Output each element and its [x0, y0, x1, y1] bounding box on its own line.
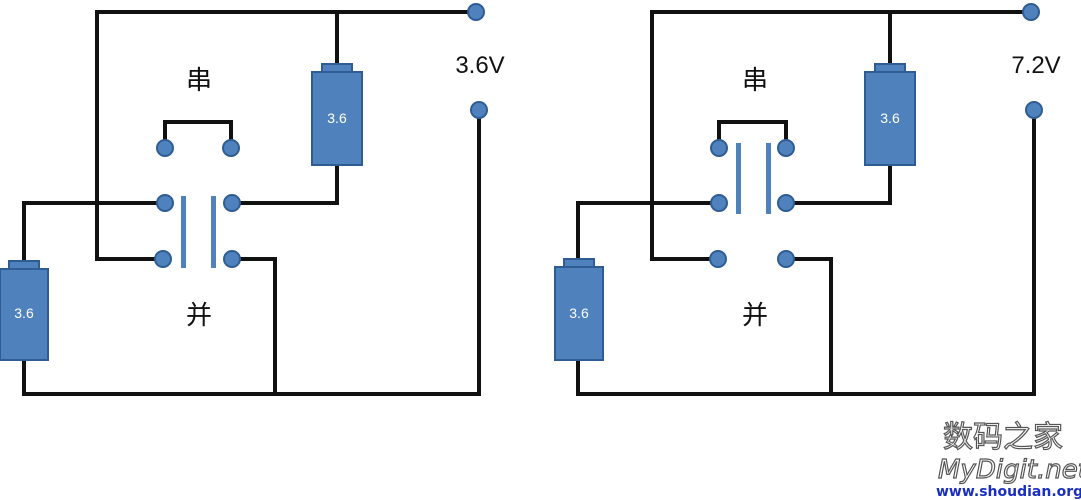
left-wire-left-battery-plus: [22, 201, 164, 267]
right-node-low-1: [709, 250, 727, 268]
right-switch-bar-2: [766, 143, 771, 214]
left-wire-top-loop: [95, 10, 478, 261]
left-battery-left: 3.6: [0, 260, 49, 361]
right-node-output-bottom: [1025, 101, 1043, 119]
left-battery-left-label: 3.6: [14, 305, 34, 321]
right-wire-bottom-loop: [576, 108, 1036, 396]
left-voltage-label: 3.6V: [455, 52, 504, 79]
left-wire-top-battery-to-switch: [230, 163, 339, 205]
right-series-label: 串: [742, 66, 768, 96]
right-node-low-2: [777, 250, 795, 268]
left-node-output-bottom: [470, 101, 488, 119]
right-voltage-label: 7.2V: [1011, 52, 1060, 79]
watermark-cn: 数码之家: [943, 420, 1063, 455]
left-wire-switch-to-bottom: [230, 257, 277, 396]
left-wire-bottom-loop: [22, 108, 481, 396]
right-parallel-label: 并: [742, 301, 768, 331]
right-node-series-2: [777, 139, 795, 157]
right-battery-top: 3.6: [864, 63, 916, 166]
right-battery-top-label: 3.6: [880, 110, 900, 126]
left-node-series-1: [156, 139, 174, 157]
right-node-mid-2: [777, 194, 795, 212]
left-wire-series-bridge: [163, 120, 233, 150]
watermark-url: www.shoudian.org: [936, 484, 1081, 500]
left-node-series-2: [222, 139, 240, 157]
left-switch-bar-1: [181, 196, 186, 268]
right-node-mid-1: [710, 194, 728, 212]
left-battery-top: 3.6: [311, 63, 363, 166]
right-wire-switch-to-bottom: [784, 257, 833, 396]
right-wire-series-bridge: [717, 120, 788, 150]
left-node-output-top: [467, 3, 485, 21]
right-circuit: 3.6 3.6 7.2V 串 并: [554, 3, 1061, 396]
right-wire-top-battery-to-switch: [784, 163, 892, 205]
left-node-low-2: [223, 250, 241, 268]
right-node-output-top: [1022, 3, 1040, 21]
left-node-mid-1: [156, 194, 174, 212]
right-node-series-1: [710, 139, 728, 157]
right-wire-top-loop: [650, 10, 1033, 261]
left-parallel-label: 并: [186, 301, 212, 331]
left-node-mid-2: [223, 194, 241, 212]
left-battery-top-label: 3.6: [327, 110, 347, 126]
watermark-en: MyDigit.net: [938, 455, 1081, 485]
right-switch-bar-1: [736, 143, 741, 214]
watermark: 数码之家 MyDigit.net www.shoudian.org: [936, 419, 1081, 500]
right-battery-left-label: 3.6: [569, 305, 589, 321]
right-wire-left-battery-plus: [576, 201, 721, 265]
right-battery-left: 3.6: [554, 258, 604, 361]
left-node-low-1: [154, 250, 172, 268]
left-circuit: 3.6 3.6 3.6V 串 并: [0, 3, 505, 396]
left-switch-bar-2: [211, 196, 216, 268]
left-series-label: 串: [186, 66, 212, 96]
